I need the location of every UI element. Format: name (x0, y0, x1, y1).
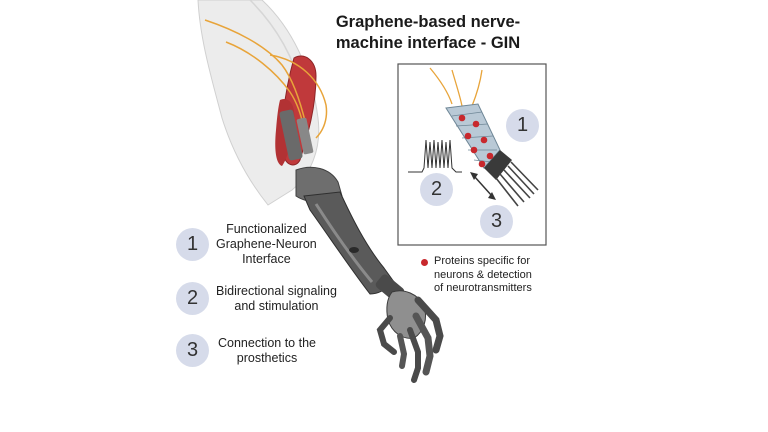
inset-label-2: 2 (420, 173, 453, 206)
legend-number-3: 3 (176, 334, 209, 367)
protein-dots (458, 114, 494, 168)
legend-item-2: 2 Bidirectional signaling and stimulatio… (176, 282, 337, 315)
title-line-2: machine interface - GIN (335, 34, 521, 52)
electrode-wires (495, 161, 539, 207)
inset-label-3: 3 (480, 205, 513, 238)
protein-note-line: neurons & detection (434, 268, 532, 281)
legend-line: Graphene-Neuron (216, 237, 317, 251)
electrode-connector (484, 150, 512, 180)
prosthetic-finger (397, 333, 408, 369)
protein-legend-text: Proteins specific for neurons & detectio… (434, 255, 532, 296)
inset-frame (397, 63, 547, 246)
title-line-1: Graphene-based nerve- (335, 13, 521, 31)
legend-number-2: 2 (176, 282, 209, 315)
legend-text-1: Functionalized Graphene-Neuron Interface (216, 222, 317, 267)
prosthetic-finger (414, 296, 444, 354)
nerve-fiber (269, 54, 328, 139)
legend-item-3: 3 Connection to the prosthetics (176, 334, 316, 367)
legend-line: Functionalized (226, 222, 307, 236)
legend-text-2: Bidirectional signaling and stimulation (216, 284, 337, 314)
graphene-mesh-lines (451, 111, 497, 163)
protein-dot-icon (421, 259, 428, 266)
prosthetic-finger (407, 327, 421, 383)
forearm-highlight (314, 203, 374, 283)
legend-line: Interface (242, 252, 291, 266)
diagram-title: Graphene-based nerve- machine interface … (318, 12, 538, 54)
nerve-fiber (225, 41, 305, 131)
legend-item-1: 1 Functionalized Graphene-Neuron Interfa… (176, 222, 317, 267)
prosthetic-finger (412, 312, 434, 376)
nerve-fiber (204, 19, 307, 126)
inset-nerve (429, 67, 453, 105)
legend-text-3: Connection to the prosthetics (218, 336, 316, 366)
legend-line: Bidirectional signaling (216, 283, 337, 298)
implant-device (279, 109, 303, 161)
bidirectional-arrow (473, 175, 493, 197)
legend-line: prosthetics (236, 350, 298, 365)
implant-device (296, 117, 314, 155)
inset-nerve (471, 69, 483, 107)
legend-line: and stimulation (234, 298, 319, 313)
protein-note-line: of neurotransmitters (434, 282, 532, 294)
protein-legend: Proteins specific for neurons & detectio… (421, 255, 532, 296)
arrow-head (470, 172, 478, 180)
inset-label-1: 1 (506, 109, 539, 142)
forearm-sensor (349, 247, 359, 253)
legend-number-1: 1 (176, 228, 209, 261)
inset-nerve (451, 69, 463, 107)
protein-note-line: Proteins specific for (434, 255, 530, 267)
legend-line: Connection to the (218, 335, 316, 350)
arrow-head (488, 192, 496, 200)
prosthetic-thumb (376, 315, 397, 355)
spike-train-trace (408, 139, 462, 173)
